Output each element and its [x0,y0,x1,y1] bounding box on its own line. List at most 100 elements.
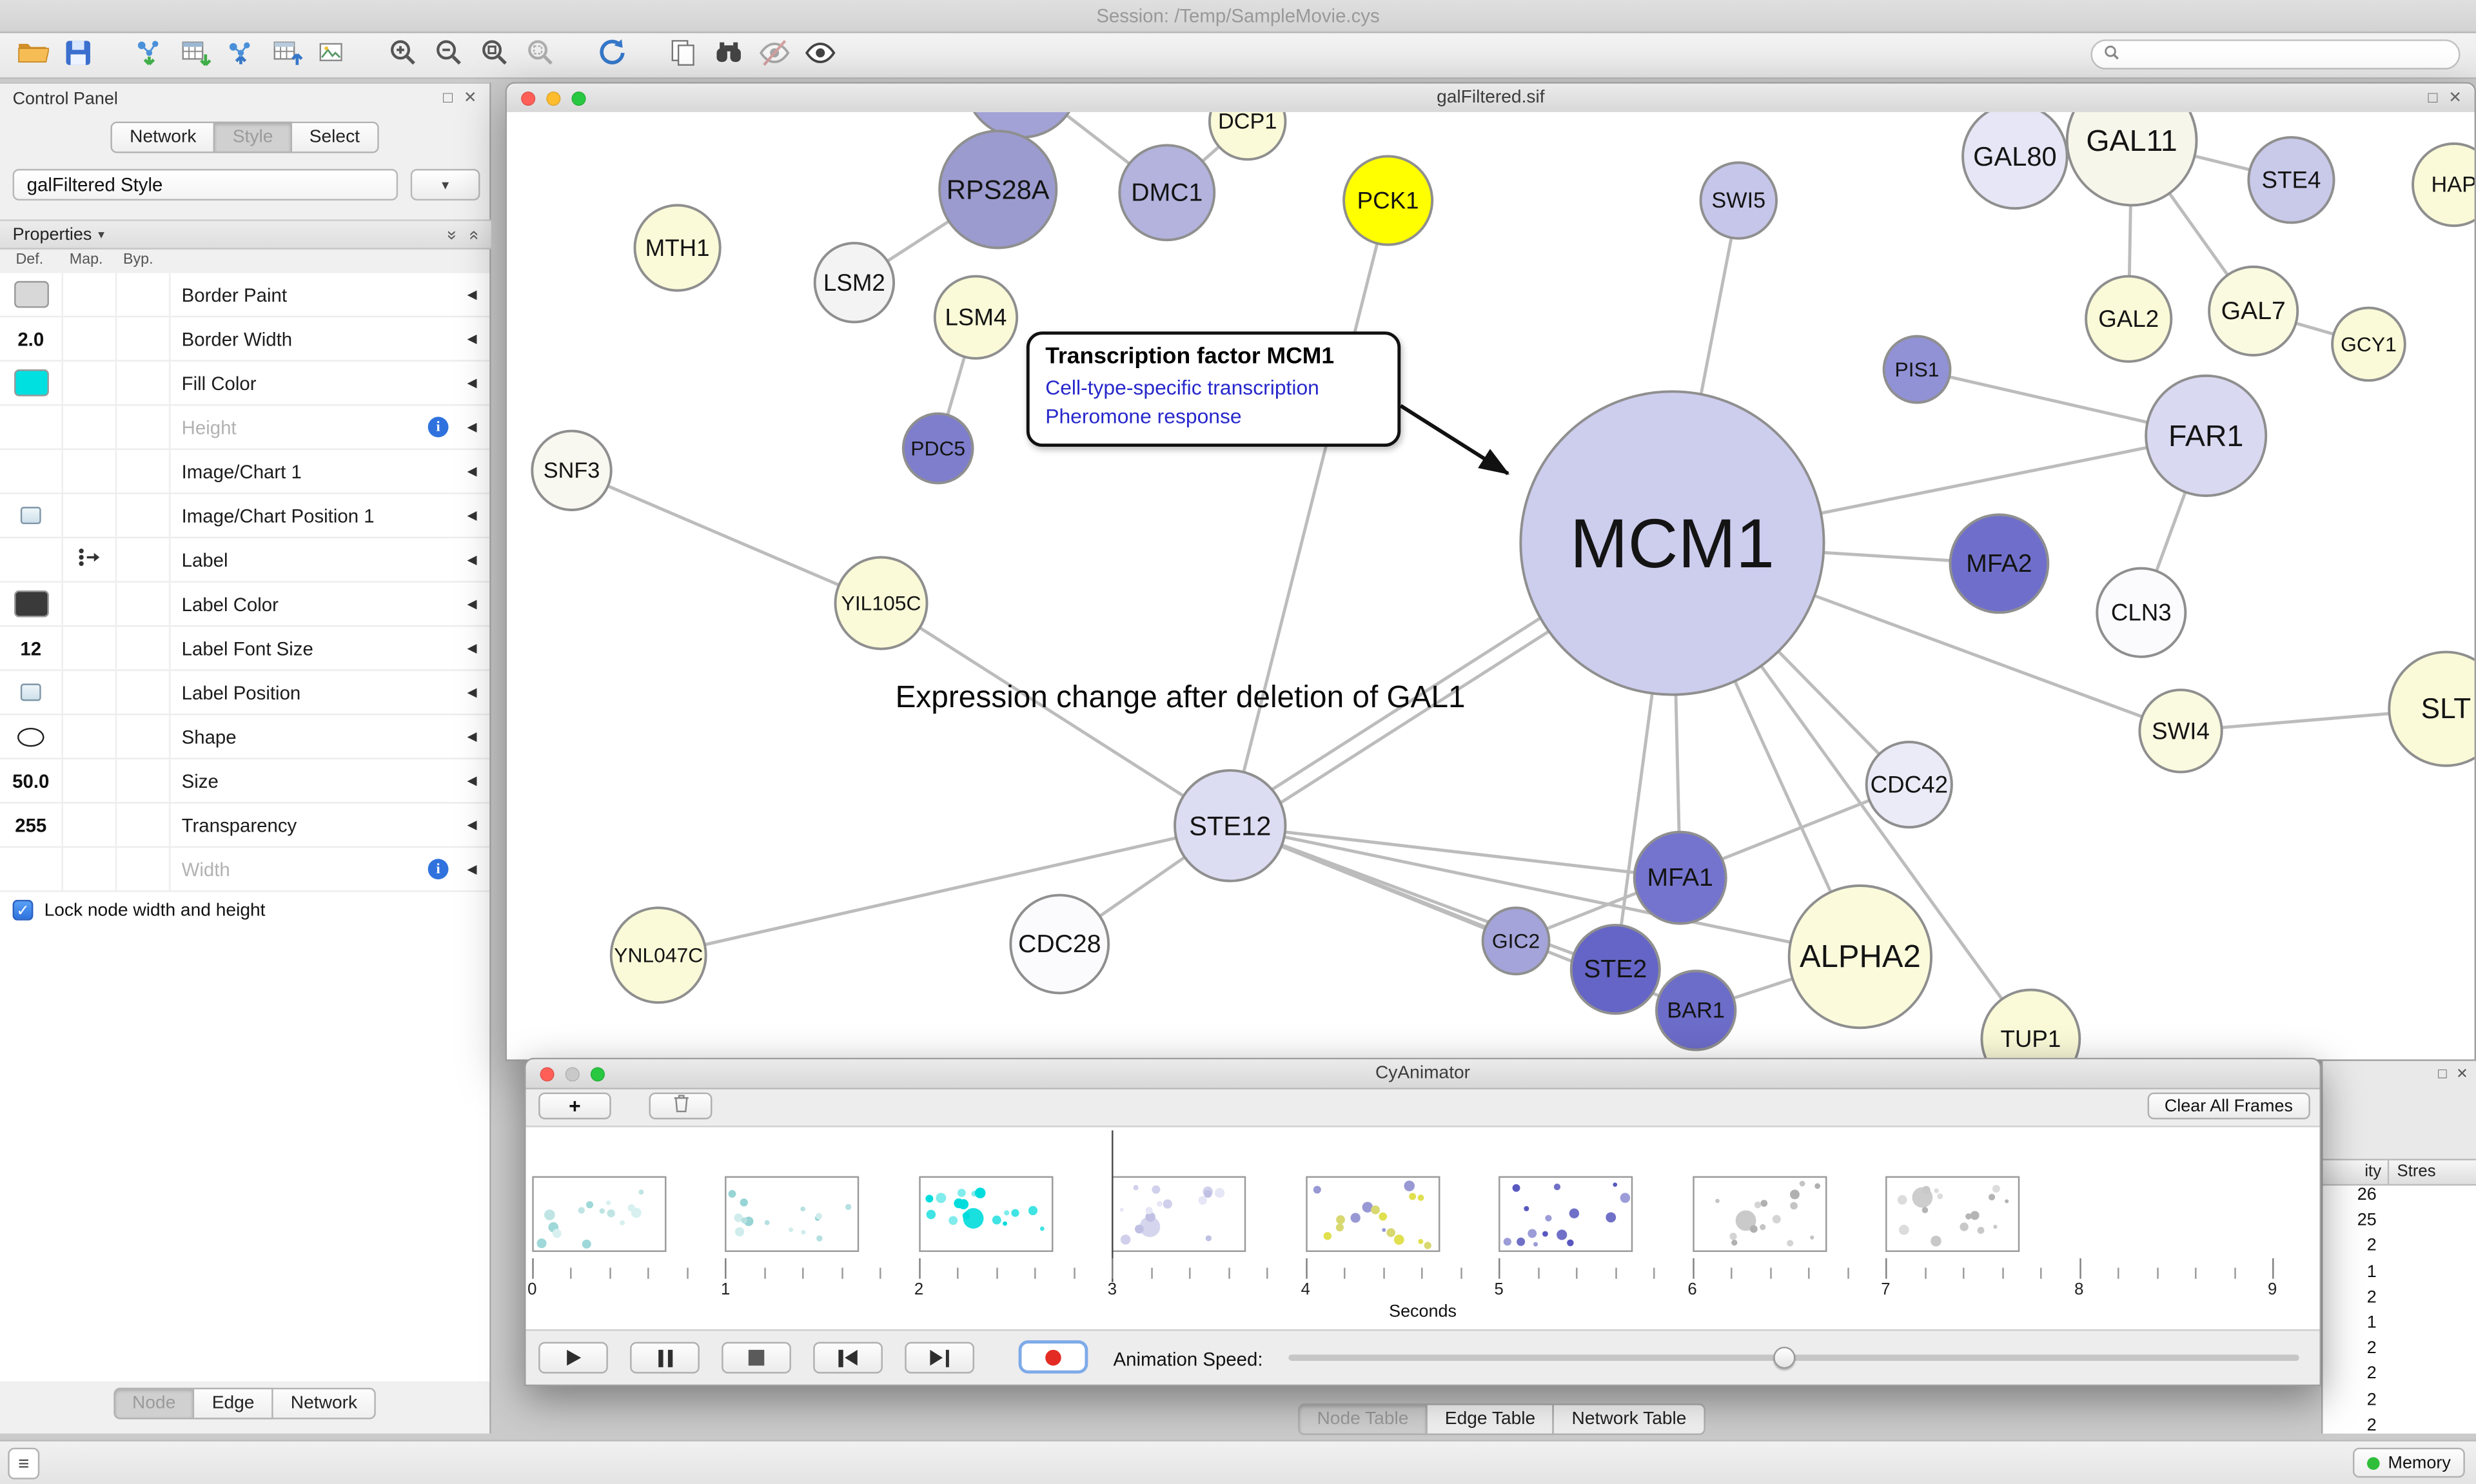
close-window-button[interactable] [540,1066,555,1081]
animation-speed-slider[interactable] [1288,1346,2299,1369]
table-row[interactable]: 2 [2366,1415,2377,1434]
property-row-border-paint[interactable]: Border Paint◀ [0,273,490,318]
tab-style[interactable]: Style [215,121,292,153]
expand-arrow-icon[interactable]: ◀ [467,641,477,656]
minimize-window-button[interactable] [546,90,561,105]
annotation-box[interactable]: Transcription factor MCM1 Cell-type-spec… [1026,331,1401,447]
info-icon[interactable]: i [427,416,449,438]
node-MTH1[interactable]: MTH1 [633,204,722,292]
table-row[interactable]: 2 [2366,1364,2377,1384]
skip-to-start-button[interactable] [813,1342,883,1374]
edge-STE12-YNL047C[interactable] [658,824,1231,957]
edge-SNF3-YIL105C[interactable] [571,469,882,605]
zoom-in-button[interactable] [380,35,426,76]
expand-arrow-icon[interactable]: ◀ [467,685,477,699]
mapping-cell[interactable] [63,759,117,803]
default-value-cell[interactable] [0,494,63,537]
style-options-button[interactable]: ▾ [410,169,480,201]
playhead[interactable] [1112,1130,1114,1282]
column-header[interactable]: Stres [2389,1158,2476,1186]
clear-all-frames-button[interactable]: Clear All Frames [2147,1092,2310,1120]
lock-checkbox[interactable]: ✓ [12,899,34,921]
zoom-out-button[interactable] [426,35,472,76]
expand-arrow-icon[interactable]: ◀ [467,729,477,744]
table-row[interactable]: 26 [2357,1186,2377,1205]
import-table-button[interactable] [172,35,218,76]
node-BAR1[interactable]: BAR1 [1655,970,1737,1051]
node-RPS28A[interactable]: RPS28A [938,130,1058,249]
cyanimator-titlebar[interactable]: CyAnimator [526,1059,2320,1089]
property-row-label-color[interactable]: Label Color◀ [0,582,490,627]
export-image-button[interactable] [310,35,355,76]
edge-STE12-MFA1[interactable] [1230,824,1680,880]
close-view-icon[interactable]: ✕ [2448,89,2462,107]
frame-thumbnail-1[interactable] [532,1176,667,1253]
default-value-cell[interactable] [0,538,63,581]
bypass-cell[interactable] [117,759,171,803]
default-value-cell[interactable] [0,361,63,404]
color-swatch[interactable] [13,369,48,396]
mapping-cell[interactable] [63,627,117,670]
expand-arrow-icon[interactable]: ◀ [467,508,477,523]
edge-STE12-PCK1[interactable] [1228,200,1390,826]
delete-frame-button[interactable] [649,1092,712,1120]
color-swatch[interactable] [13,280,48,308]
apply-layout-button[interactable] [589,35,634,76]
node-GIC2[interactable]: GIC2 [1481,906,1551,975]
expand-arrow-icon[interactable]: ◀ [467,464,477,479]
frame-thumbnail-6[interactable] [1498,1176,1633,1253]
table-row[interactable]: 2 [2366,1287,2377,1307]
node-FAR1[interactable]: FAR1 [2145,374,2268,497]
table-row[interactable]: 2 [2366,1339,2377,1358]
import-network-button[interactable] [126,35,172,76]
node-GAL11[interactable]: GAL11 [2065,112,2198,207]
bypass-cell[interactable] [117,803,171,846]
node-SNF3[interactable]: SNF3 [531,429,613,511]
zoom-selected-button[interactable] [518,35,564,76]
export-network-button[interactable] [218,35,264,76]
mapping-cell[interactable] [63,803,117,846]
node-HAP[interactable]: HAP [2412,142,2475,228]
close-window-button[interactable] [521,90,536,105]
zoom-window-button[interactable] [590,1066,605,1081]
network-window-titlebar[interactable]: galFiltered.sif □ ✕ [507,83,2475,114]
panel-menu-button[interactable]: ≡ [8,1447,40,1479]
bypass-cell[interactable] [117,715,171,758]
node-SLT[interactable]: SLT [2388,650,2475,767]
node-LSM2[interactable]: LSM2 [813,242,896,324]
node-DMC1[interactable]: DMC1 [1118,144,1216,242]
node-YNL047C[interactable]: YNL047C [609,906,707,1004]
lock-size-row[interactable]: ✓ Lock node width and height [12,899,266,921]
stop-button[interactable] [722,1342,791,1374]
frame-thumbnail-5[interactable] [1305,1176,1440,1253]
expand-arrow-icon[interactable]: ◀ [467,552,477,567]
pause-button[interactable] [630,1342,700,1374]
default-value-cell[interactable] [0,848,63,891]
node-LSM4[interactable]: LSM4 [933,275,1019,360]
collapse-all-icon[interactable]: » [442,229,461,240]
default-value-cell[interactable]: 12 [0,627,63,670]
node-SWI5[interactable]: SWI5 [1699,161,1778,240]
bypass-cell[interactable] [117,582,171,625]
expand-arrow-icon[interactable]: ◀ [467,287,477,302]
edge-STE12-ALPHA2[interactable] [1230,824,1861,959]
frame-thumbnail-2[interactable] [725,1176,860,1253]
frame-thumbnail-4[interactable] [1112,1176,1247,1253]
mapping-cell[interactable] [63,273,117,316]
add-frame-button[interactable]: + [538,1092,611,1120]
skip-to-end-button[interactable] [905,1342,975,1374]
node-PIS1[interactable]: PIS1 [1882,335,1952,404]
node-DCP1[interactable]: DCP1 [1208,112,1287,161]
tab-network[interactable]: Network [273,1387,377,1420]
mapping-cell[interactable] [63,715,117,758]
bypass-cell[interactable] [117,273,171,316]
mapping-cell[interactable] [63,670,117,714]
bypass-cell[interactable] [117,627,171,670]
hide-unselected-button[interactable] [752,35,798,76]
